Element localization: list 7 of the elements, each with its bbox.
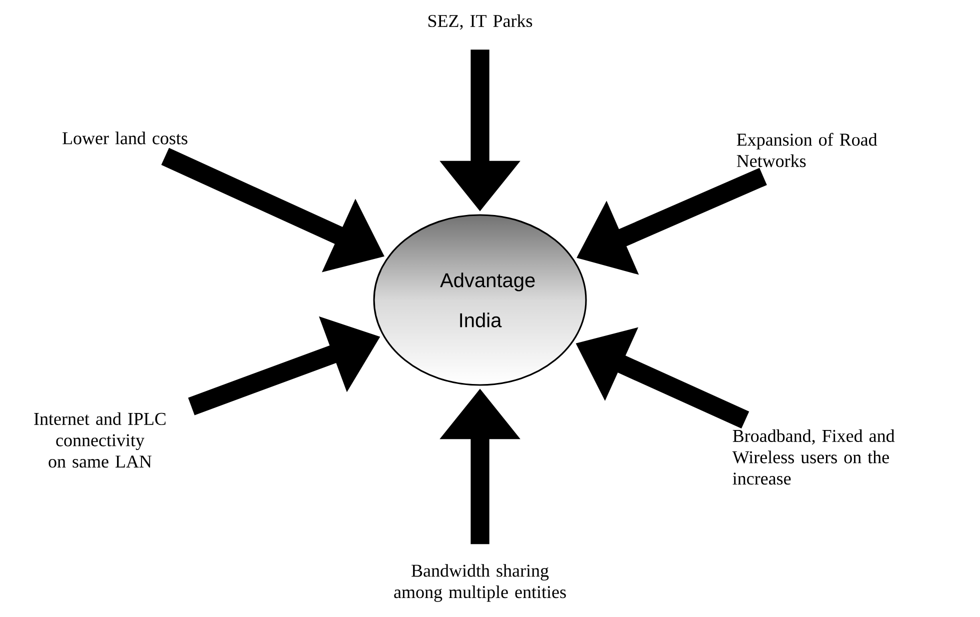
factor-label: Expansion of Road Networks (736, 132, 878, 168)
factor-label: SEZ, IT Parks (428, 14, 532, 30)
factor-label: Internet and IPLC connectivity on same LAN (34, 412, 166, 468)
ellipse-node: Advantage India (373, 214, 587, 386)
factor-label: Lower land costs (62, 132, 188, 144)
factor-label: Bandwidth sharing among multiple entities (394, 564, 566, 602)
factor-label: Broadband, Fixed and Wireless users on the increase (732, 429, 895, 485)
